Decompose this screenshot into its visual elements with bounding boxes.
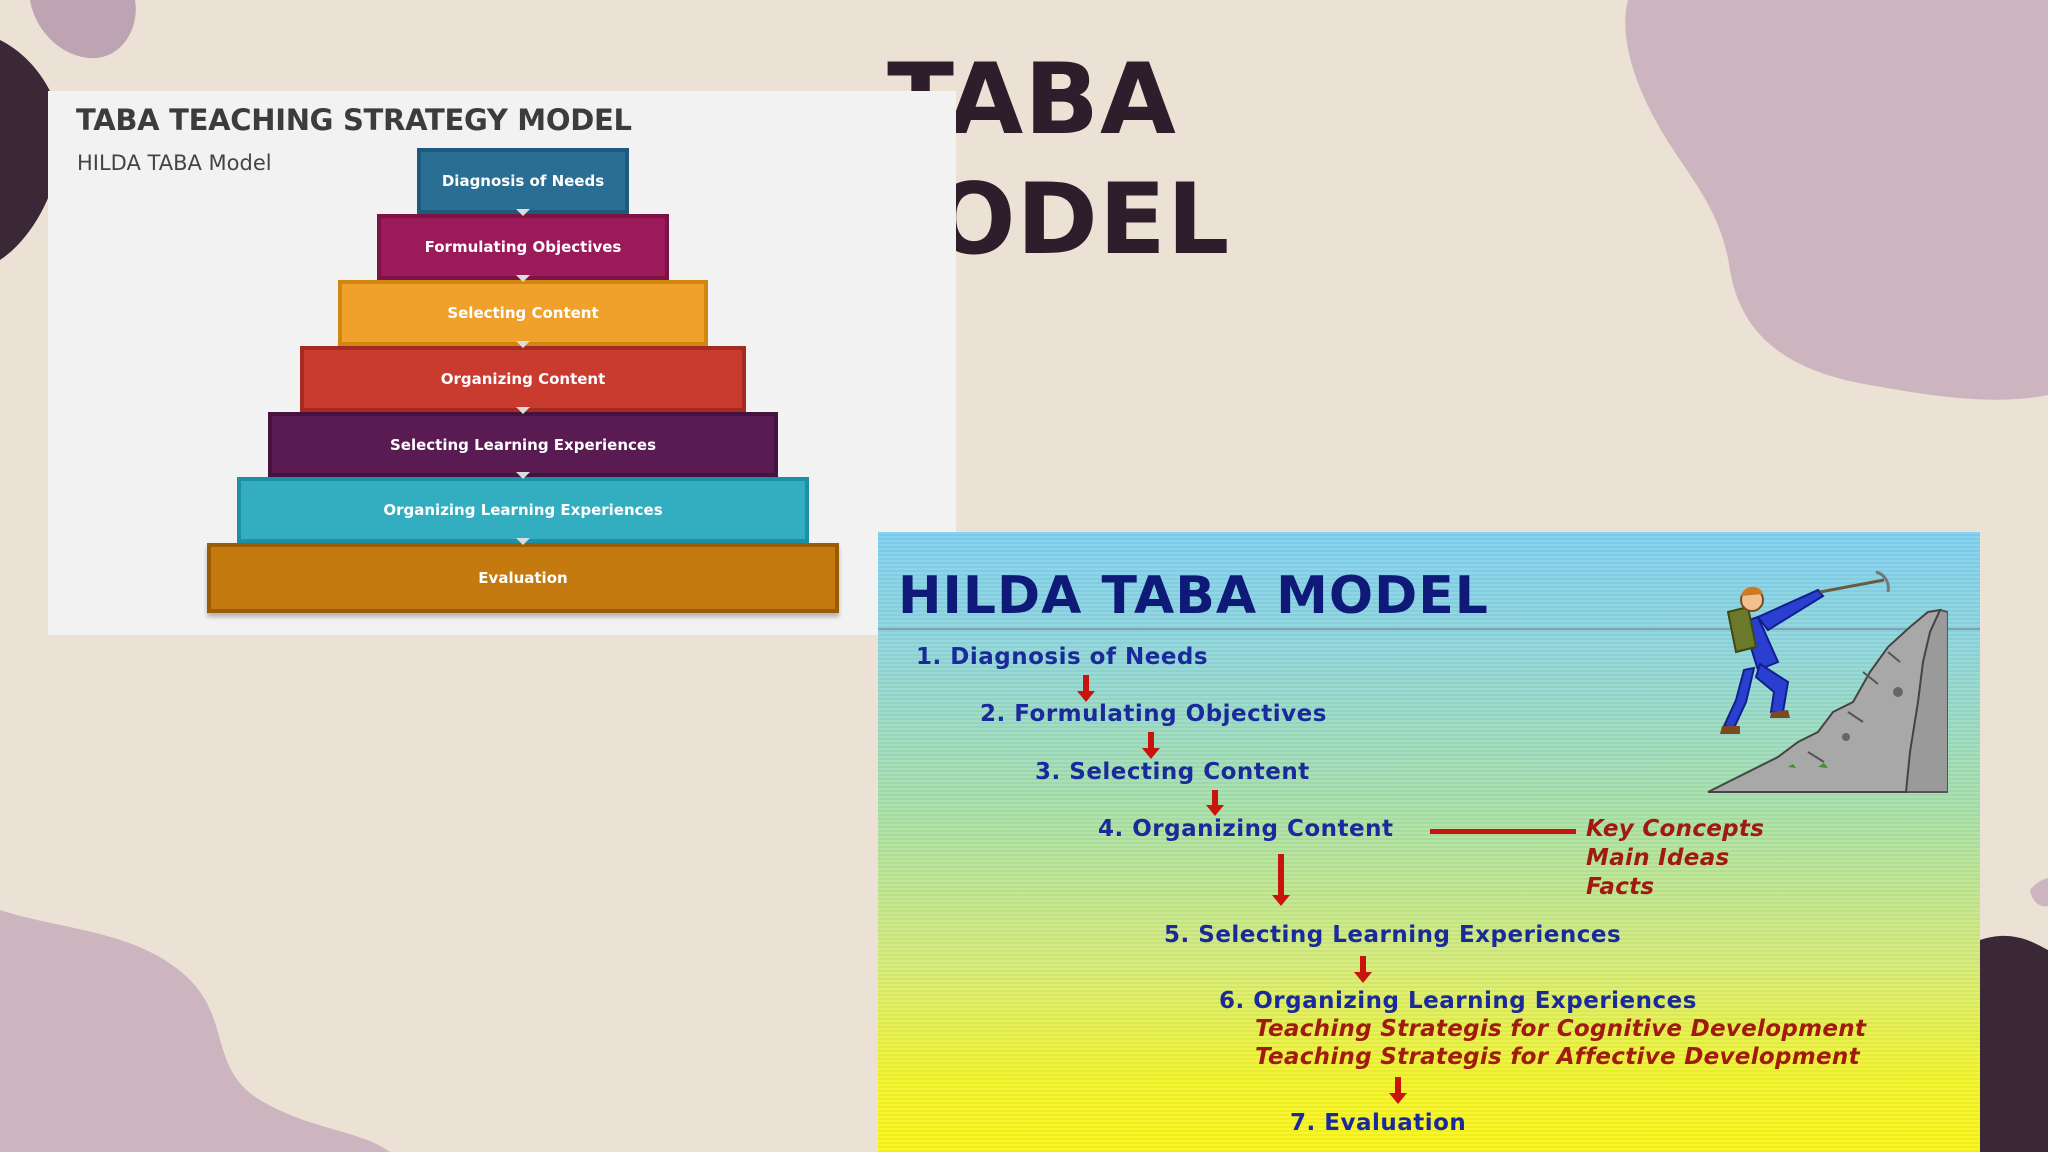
content-connector-line (1430, 829, 1576, 834)
pyramid-step-label: Evaluation (478, 569, 568, 587)
flow-title-rule (878, 628, 1980, 630)
decor-blob-bottom-left (0, 910, 390, 1152)
mountain-climber-illustration (1707, 570, 1948, 793)
pyramid-step-6: Organizing Learning Experiences (237, 477, 809, 545)
flow-step-7: 7. Evaluation (1290, 1110, 1467, 1136)
pyramid-step-7: Evaluation (207, 543, 839, 613)
strategy-line-1: Teaching Strategis for Cognitive Develop… (1255, 1016, 1867, 1042)
pyramid-step-5: Selecting Learning Experiences (268, 412, 778, 479)
decor-blob-top-right (1625, 0, 2048, 400)
decor-blob-top-left (0, 0, 136, 260)
strategy-line-2: Teaching Strategis for Affective Develop… (1255, 1044, 1860, 1070)
hilda-taba-flow-panel: HILDA TABA MODEL 1. Diagnosis of Needs 2… (878, 532, 1980, 1152)
pyramid-title: TABA TEACHING STRATEGY MODEL (76, 103, 632, 137)
pyramid-step-4: Organizing Content (300, 346, 746, 414)
pyramid-subtitle: HILDA TABA Model (77, 151, 272, 175)
pyramid-step-2: Formulating Objectives (377, 214, 669, 282)
pyramid-step-label: Selecting Content (447, 304, 599, 322)
pyramid-step-1: Diagnosis of Needs (417, 148, 629, 216)
content-note-1: Key Concepts (1586, 816, 1765, 842)
taba-pyramid-panel: TABA TEACHING STRATEGY MODEL HILDA TABA … (48, 91, 956, 635)
flow-step-3: 3. Selecting Content (1035, 759, 1310, 785)
flow-step-5: 5. Selecting Learning Experiences (1164, 922, 1622, 948)
flow-step-2: 2. Formulating Objectives (980, 701, 1327, 727)
content-note-2: Main Ideas (1586, 845, 1730, 871)
pyramid-step-label: Organizing Learning Experiences (383, 501, 663, 519)
flow-step-1: 1. Diagnosis of Needs (916, 644, 1209, 670)
pyramid-step-label: Formulating Objectives (424, 238, 622, 256)
pyramid-step-3: Selecting Content (338, 280, 708, 348)
pyramid-step-label: Selecting Learning Experiences (389, 435, 657, 454)
flow-step-4: 4. Organizing Content (1098, 816, 1394, 842)
pyramid-step-label: Diagnosis of Needs (441, 172, 605, 190)
content-note-3: Facts (1586, 874, 1655, 900)
flow-title: HILDA TABA MODEL (898, 566, 1489, 626)
flow-step-6: 6. Organizing Learning Experiences (1219, 988, 1697, 1014)
decor-blob-right-edge (1980, 878, 2048, 1152)
pyramid-step-label: Organizing Content (440, 370, 606, 388)
